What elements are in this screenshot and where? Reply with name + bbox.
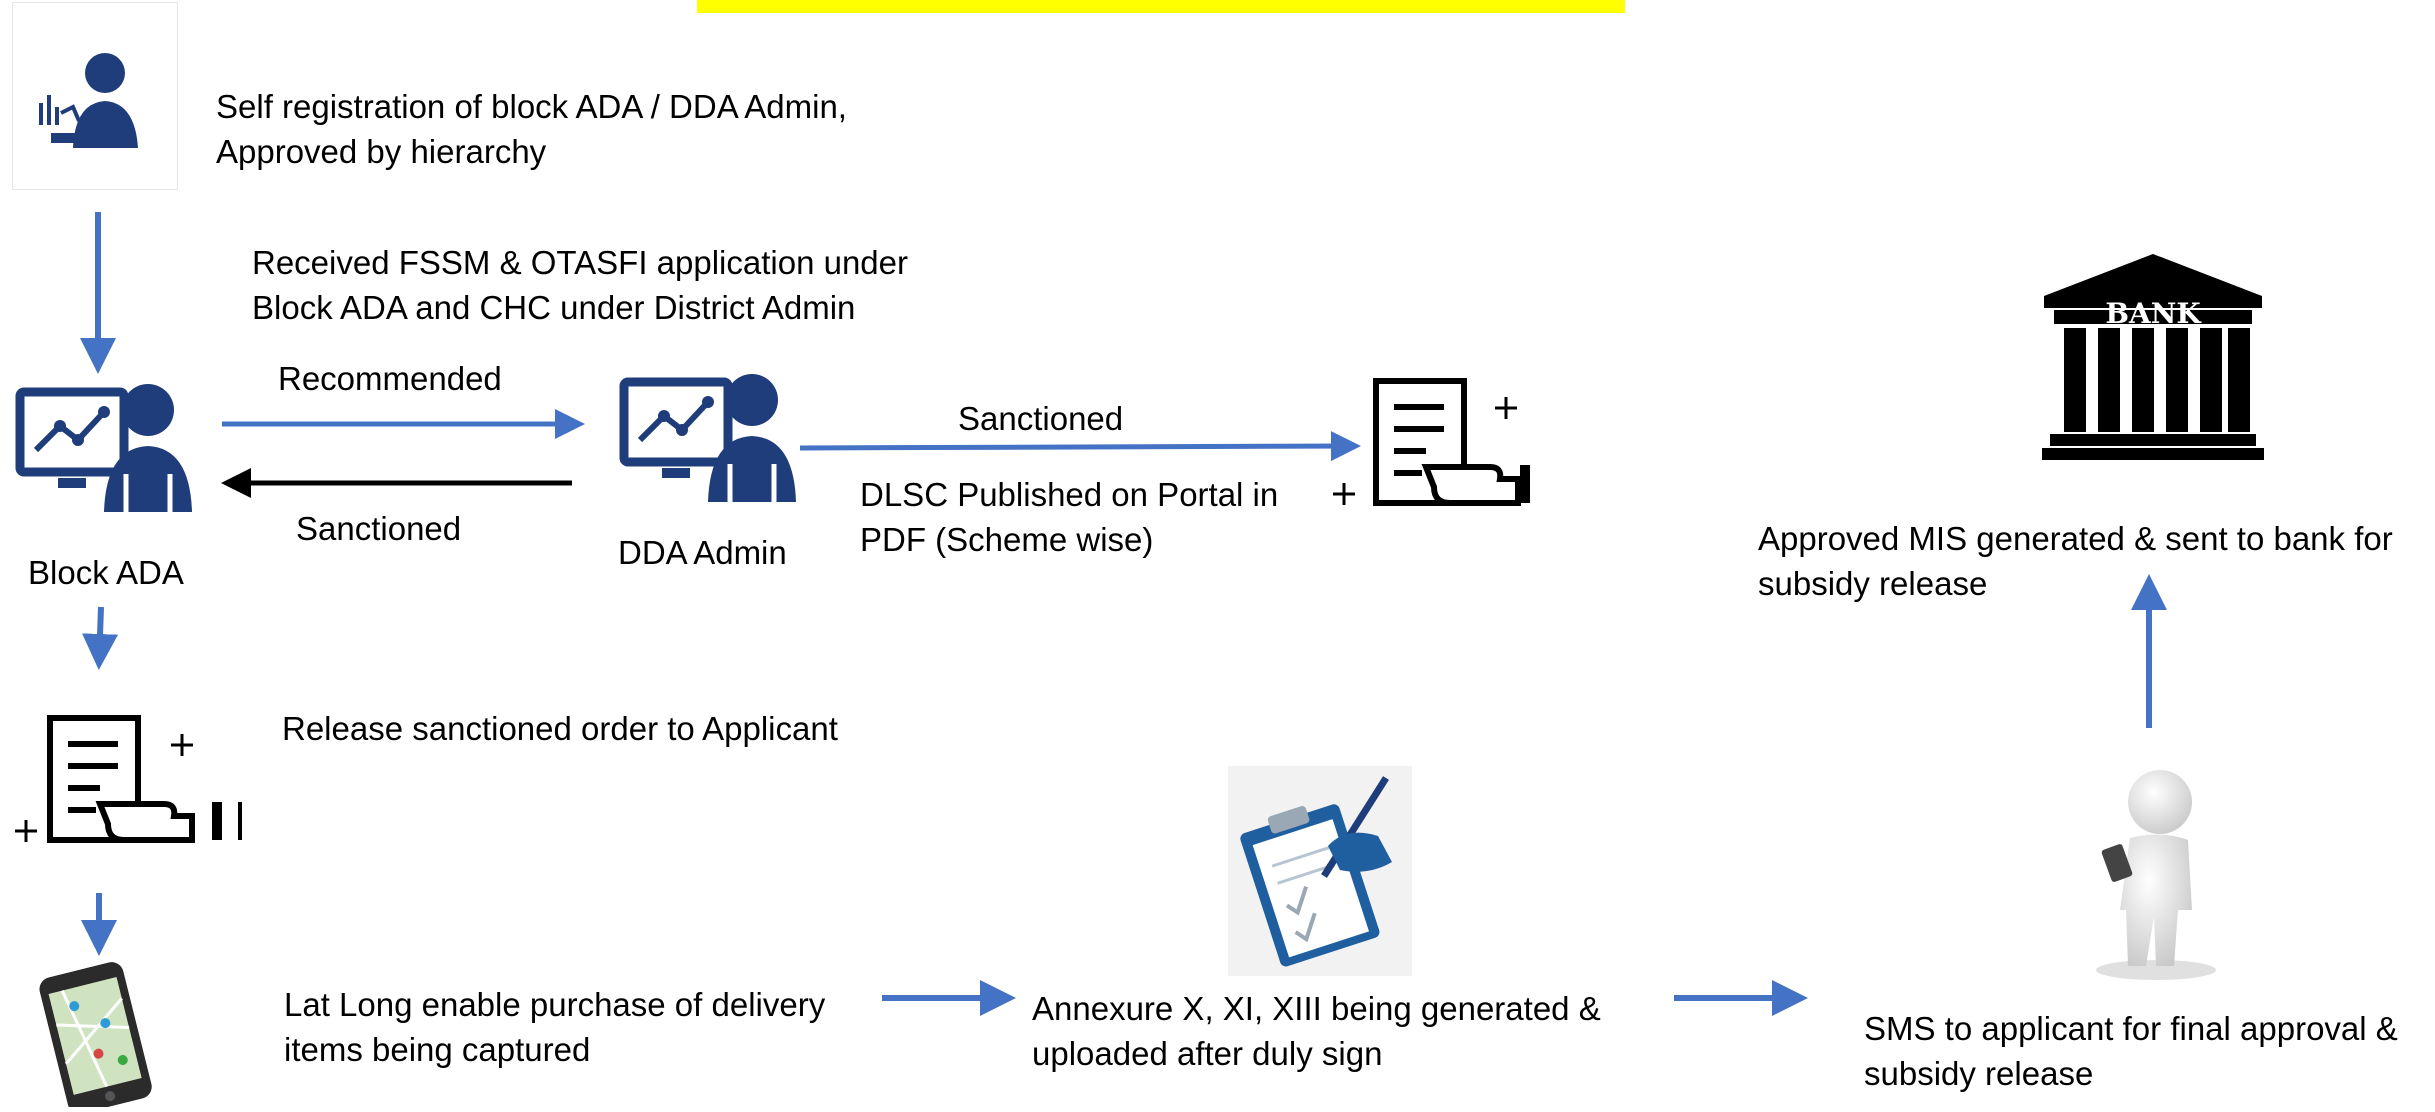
edge-label-sanctioned-back: Sanctioned — [296, 510, 462, 547]
dlsc-text: DLSC Published on Portal in PDF (Scheme … — [860, 472, 1278, 562]
mobile-map-icon — [34, 955, 164, 1112]
self-registration-line-2: Approved by hierarchy — [216, 133, 547, 170]
latlong-text: Lat Long enable purchase of delivery ite… — [284, 982, 825, 1072]
mis-line-1: Approved MIS generated & sent to bank fo… — [1758, 520, 2393, 557]
mis-line-2: subsidy release — [1758, 565, 1988, 602]
latlong-line-2: items being captured — [284, 1031, 591, 1068]
signed-document-icon — [1330, 375, 1548, 513]
bank-label: BANK — [2105, 297, 2201, 330]
release-order-text: Release sanctioned order to Applicant — [282, 710, 838, 747]
latlong-line-1: Lat Long enable purchase of delivery — [284, 986, 826, 1023]
annexure-line-1: Annexure X, XI, XIII being generated & — [1032, 990, 1601, 1027]
dda-admin-label: DDA Admin — [618, 534, 787, 571]
received-application-line-1: Received FSSM & OTASFI application under — [252, 244, 909, 281]
annexure-text: Annexure X, XI, XIII being generated & u… — [1032, 986, 1601, 1076]
block-ada-icon — [14, 382, 194, 514]
self-registration-text: Self registration of block ADA / DDA Adm… — [216, 84, 847, 174]
sms-text: SMS to applicant for final approval & su… — [1864, 1006, 2398, 1096]
mis-text: Approved MIS generated & sent to bank fo… — [1758, 516, 2393, 606]
edge-label-sanctioned-forward: Sanctioned — [958, 400, 1124, 437]
person-with-phone-icon — [2060, 760, 2246, 982]
sms-line-2: subsidy release — [1864, 1055, 2094, 1092]
clipboard-pen-icon — [1228, 766, 1412, 976]
dda-admin-icon — [618, 372, 798, 504]
arrow-sanctioned-forward — [799, 431, 1361, 462]
sms-line-1: SMS to applicant for final approval & — [1864, 1010, 2398, 1047]
self-registration-line-1: Self registration of block ADA / DDA Adm… — [216, 88, 847, 125]
annexure-line-2: uploaded after duly sign — [1032, 1035, 1383, 1072]
registration-user-icon — [12, 2, 178, 190]
received-application-text: Received FSSM & OTASFI application under… — [252, 240, 908, 330]
block-ada-label: Block ADA — [28, 554, 184, 591]
edge-label-recommended: Recommended — [278, 360, 502, 397]
release-order-document-icon — [12, 712, 244, 850]
arrow-block-ada-to-release — [82, 606, 119, 670]
dlsc-line-1: DLSC Published on Portal in — [860, 476, 1279, 513]
dlsc-line-2: PDF (Scheme wise) — [860, 521, 1154, 558]
title-banner — [697, 0, 1625, 13]
bank-icon: BANK — [2040, 252, 2266, 462]
received-application-line-2: Block ADA and CHC under District Admin — [252, 289, 856, 326]
